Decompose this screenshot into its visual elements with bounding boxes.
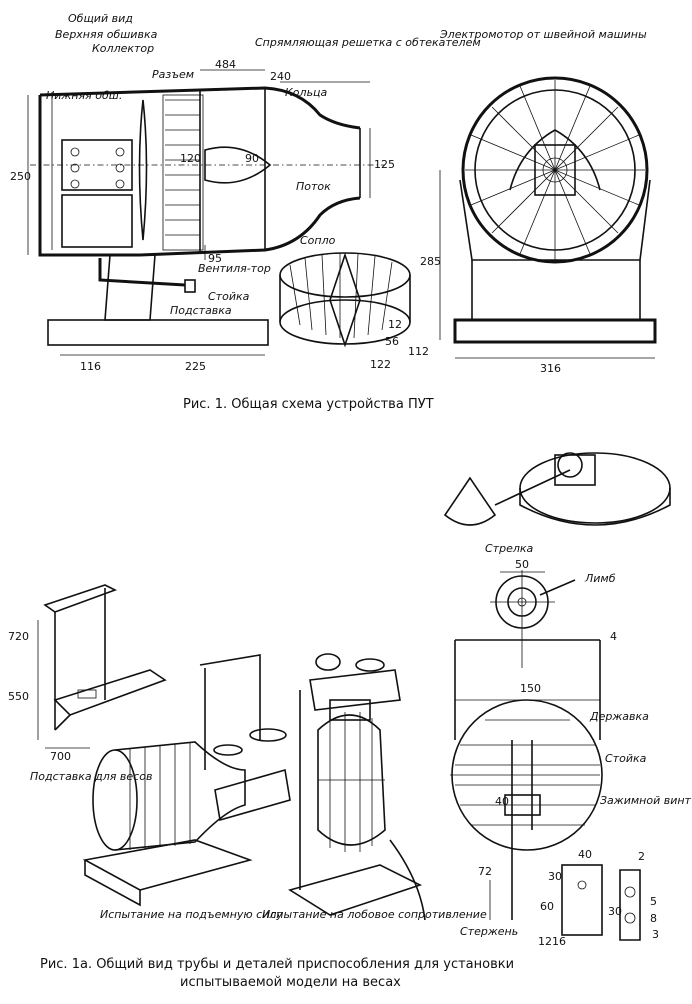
dim-150: 150 xyxy=(520,682,541,695)
label-holder: Державка xyxy=(589,710,649,723)
figure1a-caption-line1: Рис. 1а. Общий вид трубы и деталей присп… xyxy=(40,957,514,972)
label-flow: Поток xyxy=(296,180,331,193)
label-fan: Вентиля-тор xyxy=(198,262,271,275)
dim-72: 72 xyxy=(478,865,492,878)
label-collector: Коллектор xyxy=(92,42,154,55)
dim-112: 112 xyxy=(408,345,429,358)
label-stand: Стойка xyxy=(208,290,250,303)
figure1-labels: Общий вид Верхняя обшивка Коллектор Нижн… xyxy=(10,12,647,412)
dim-16: 16 xyxy=(552,935,566,948)
label-lift-test: Испытание на подъемную силу xyxy=(100,908,283,921)
label-motor: Электромотор от швейной машины xyxy=(439,28,647,41)
label-rings: Кольца xyxy=(285,86,328,99)
dim-250: 250 xyxy=(10,170,31,183)
label-pointer: Стрелка xyxy=(485,542,534,555)
scale-stand-drawing xyxy=(37,584,167,749)
dim-700: 700 xyxy=(50,750,71,763)
holder-disc-3d xyxy=(443,452,671,526)
dim-8: 8 xyxy=(650,912,657,925)
figure1-front-view xyxy=(439,76,657,359)
dim-56: 56 xyxy=(385,335,399,348)
dim-50: 50 xyxy=(515,558,529,571)
dim-40a: 40 xyxy=(495,795,509,808)
nozzle-detail xyxy=(279,252,411,348)
dim-720: 720 xyxy=(8,630,29,643)
pointer-limb-drawing xyxy=(490,570,576,668)
holder-front-view xyxy=(450,639,603,920)
dim-12: 12 xyxy=(538,935,552,948)
label-upper-skin: Верхняя обшивка xyxy=(55,28,158,41)
lift-test-drawing xyxy=(82,654,291,907)
dim-285: 285 xyxy=(420,255,441,268)
dim-122: 122 xyxy=(370,358,391,371)
dim-40b: 40 xyxy=(578,848,592,861)
figure1-caption: Рис. 1. Общая схема устройства ПУТ xyxy=(183,397,434,412)
dim-116: 116 xyxy=(80,360,101,373)
label-clamp-screw: Зажимной винт xyxy=(600,794,692,807)
dim-30b: 30 xyxy=(608,905,622,918)
dim-4: 4 xyxy=(610,630,617,643)
label-grid: Спрямляющая решетка с обтекателем xyxy=(255,36,481,49)
label-drag-test: Испытание на лобовое сопротивление xyxy=(262,908,487,921)
dim-5: 5 xyxy=(650,895,657,908)
label-rod: Стержень xyxy=(460,925,518,938)
dim-550: 550 xyxy=(8,690,29,703)
dim-240: 240 xyxy=(270,70,291,83)
figure1a-caption-line2: испытываемой модели на весах xyxy=(180,975,401,990)
dim-60: 60 xyxy=(540,900,554,913)
label-lower-skin: Нижняя обш. xyxy=(46,89,122,102)
dim-30a: 30 xyxy=(548,870,562,883)
drag-test-drawing xyxy=(288,653,426,921)
label-limb: Лимб xyxy=(584,572,616,585)
dim-225: 225 xyxy=(185,360,206,373)
dim-316: 316 xyxy=(540,362,561,375)
dim-90: 90 xyxy=(245,152,259,165)
label-nozzle: Сопло xyxy=(300,234,336,247)
dim-2: 2 xyxy=(638,850,645,863)
rod-detail xyxy=(561,864,641,941)
dim-484: 484 xyxy=(215,58,236,71)
figure1-side-view xyxy=(27,69,385,356)
label-post: Стойка xyxy=(605,752,647,765)
label-joint: Разъем xyxy=(152,68,194,81)
dim-12: 12 xyxy=(388,318,402,331)
dim-125: 125 xyxy=(374,158,395,171)
figure1a-labels: Подставка для весов Испытание на подъемн… xyxy=(8,542,692,990)
label-general-view: Общий вид xyxy=(68,12,133,25)
dim-95: 95 xyxy=(208,252,222,265)
label-base: Подставка xyxy=(170,304,232,317)
dim-120: 120 xyxy=(180,152,201,165)
dim-3: 3 xyxy=(652,928,659,941)
label-scale-stand: Подставка для весов xyxy=(30,770,152,783)
